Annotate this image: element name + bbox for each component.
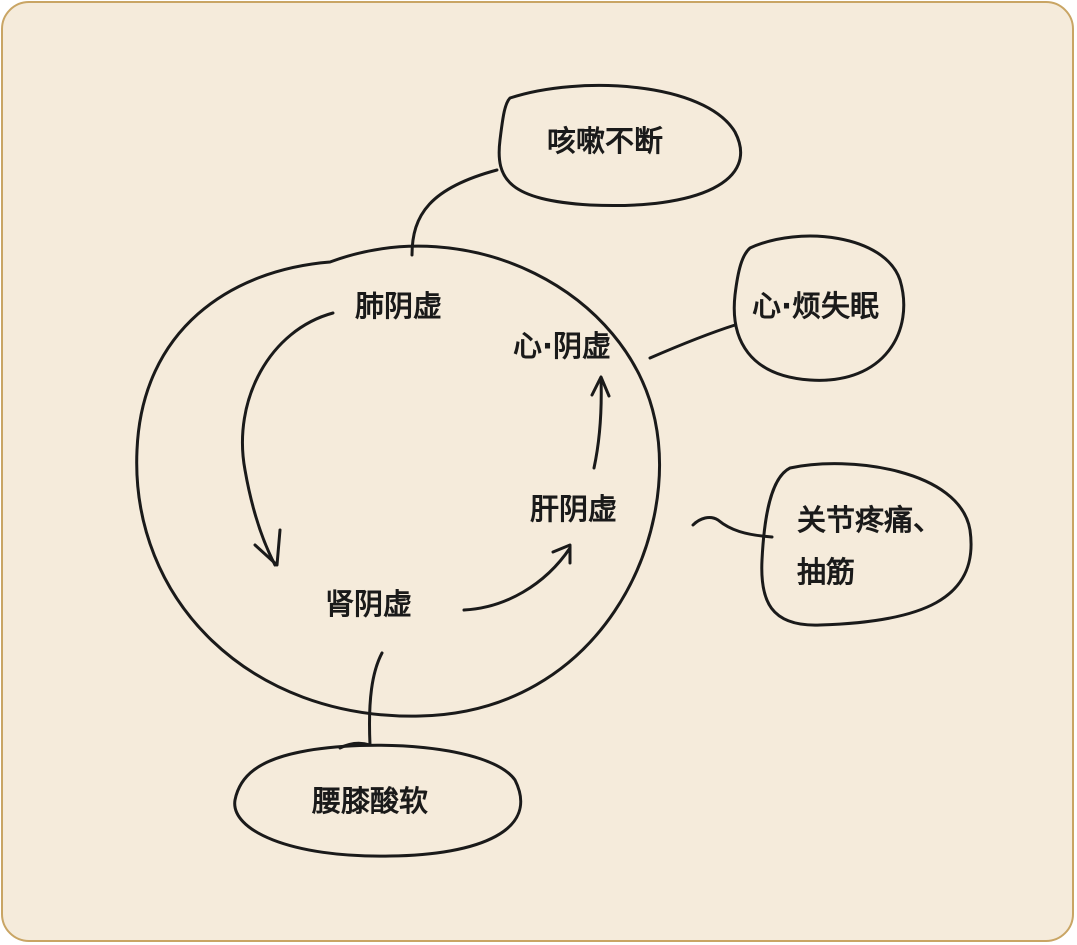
- symptom-bubble-cough: [497, 83, 742, 208]
- symptom-insomnia-label: 心·烦失眠: [752, 289, 880, 323]
- node-heart-label: 心·阴虚: [513, 329, 612, 363]
- symptom-bubble-joint: [760, 462, 973, 627]
- connector-kidney-waist: [368, 651, 384, 747]
- connector-lung-cough: [410, 168, 499, 257]
- arrowhead-kidney: [253, 528, 282, 567]
- arrow-kidney-to-liver: [462, 546, 572, 612]
- connector-heart-insomnia: [648, 323, 737, 360]
- connector-waist-hook: [338, 741, 372, 750]
- arrowhead-liver: [551, 543, 572, 565]
- symptom-joint-label: 关节疼痛、抽筋: [797, 503, 943, 589]
- symptom-waist-label: 腰膝酸软: [312, 784, 429, 818]
- node-liver-label: 肝阴虚: [530, 492, 618, 526]
- node-kidney-label: 肾阴虚: [325, 587, 413, 621]
- arrow-lung-to-kidney: [240, 311, 335, 567]
- arrowhead-heart: [590, 375, 611, 398]
- symptom-bubble-waist: [233, 743, 523, 858]
- arrow-liver-to-heart: [592, 376, 603, 470]
- symptom-bubble-insomnia: [732, 234, 906, 382]
- symptom-cough-label: 咳嗽不断: [547, 124, 664, 158]
- connector-liver-joint: [691, 516, 774, 539]
- node-lung-label: 肺阴虚: [355, 289, 443, 323]
- organ-cycle-circle: [135, 244, 661, 718]
